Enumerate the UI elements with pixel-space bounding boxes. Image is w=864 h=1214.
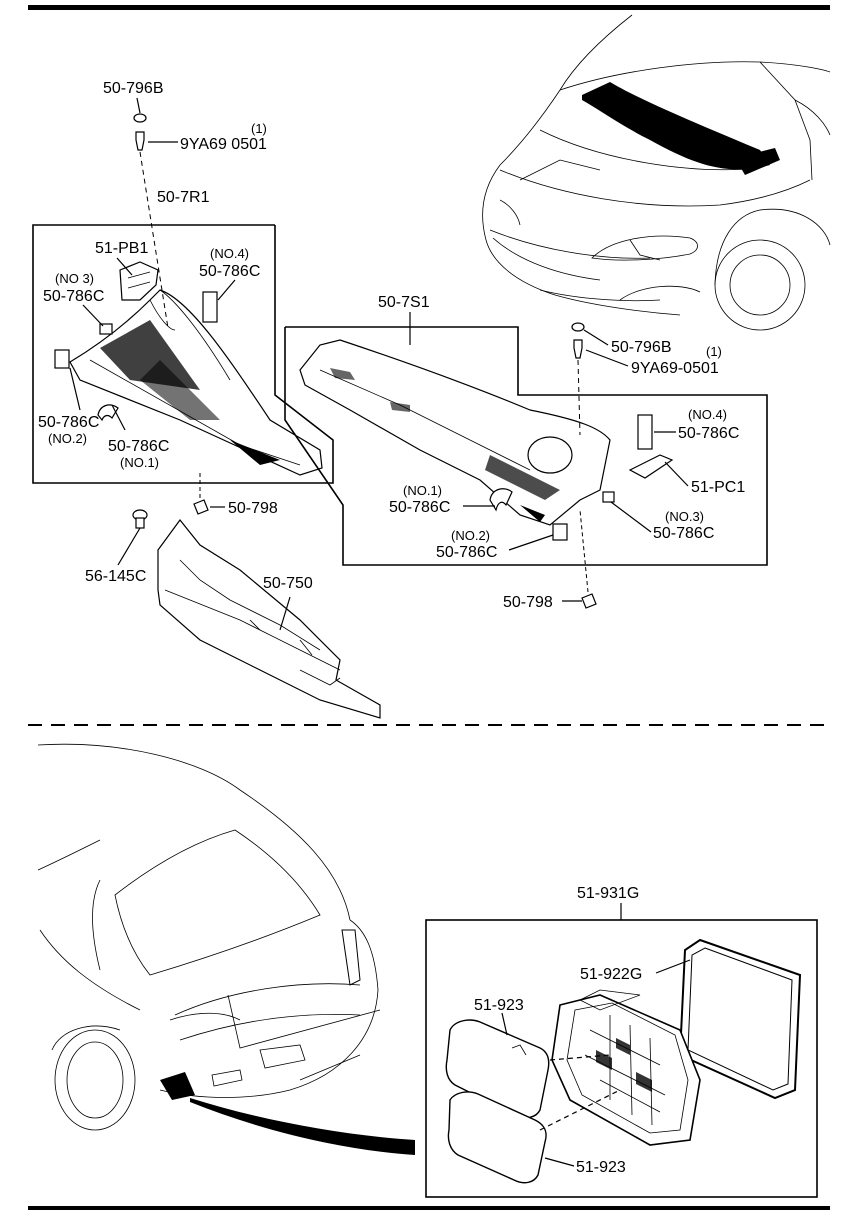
- callout-no2-b: (NO.2): [451, 528, 490, 543]
- rear-car-illustration: [37, 743, 381, 1131]
- top-border: [28, 5, 830, 10]
- cowl-panel-part: [157, 519, 381, 719]
- vent-callout-pointer: [190, 1098, 415, 1155]
- nut-798-a: [193, 499, 209, 515]
- screw-a-leader: [139, 151, 169, 329]
- callout-50-786c-no1-a: 50-786C: [108, 438, 169, 455]
- callout-no4-a: (NO.4): [210, 246, 249, 261]
- callout-51-923-lower: 51-923: [576, 1159, 626, 1176]
- pc1-part: [628, 454, 674, 479]
- callout-56-145c: 56-145C: [85, 568, 146, 585]
- callout-50-786c-no1-b: 50-786C: [389, 499, 450, 516]
- callout-50-786c-no3-a: 50-786C: [43, 288, 104, 305]
- cowl-left-part: [69, 289, 323, 476]
- callout-9ya69-0501-a: 9YA69 0501: [180, 136, 267, 153]
- seal-no1-a: [97, 404, 119, 422]
- bottom-border: [28, 1206, 830, 1210]
- vent-location-highlight: [160, 1072, 195, 1100]
- vent-grille-part: [551, 989, 701, 1146]
- callout-50-750: 50-750: [263, 575, 313, 592]
- callout-51-931g: 51-931G: [577, 885, 639, 902]
- leaders-top: [69, 97, 689, 631]
- callout-50-796b-a: 50-796B: [103, 80, 164, 97]
- callout-50-786c-no2-b: 50-786C: [436, 544, 497, 561]
- callout-51-922g: 51-922G: [580, 966, 642, 983]
- callout-qty-b: (1): [706, 344, 722, 359]
- vent-leaders: [501, 959, 691, 1167]
- screw-b-leader: [577, 359, 581, 436]
- seal-no4-a: [202, 291, 218, 323]
- callout-no2-a: (NO.2): [48, 431, 87, 446]
- screw-a: [135, 131, 145, 151]
- callout-51-923-upper: 51-923: [474, 997, 524, 1014]
- cowl-right-box: [284, 326, 768, 566]
- front-car-illustration: [482, 14, 831, 331]
- callout-no3-a: (NO 3): [55, 271, 94, 286]
- nut-798-b: [581, 593, 597, 609]
- callout-no1-a: (NO.1): [120, 455, 159, 470]
- callout-no1-b: (NO.1): [403, 483, 442, 498]
- callout-50-786c-no4-a: 50-786C: [199, 263, 260, 280]
- callout-no3-b: (NO.3): [665, 509, 704, 524]
- clip-56145c-part: [132, 509, 148, 529]
- callout-50-798-a: 50-798: [228, 500, 278, 517]
- callout-no4-b: (NO.4): [688, 407, 727, 422]
- callout-50-796b-b: 50-796B: [611, 339, 672, 356]
- seal-no3-a: [99, 323, 113, 335]
- cowl-location-highlight: [582, 82, 770, 170]
- seal-no2-b: [552, 523, 568, 541]
- callout-50-7s1: 50-7S1: [378, 294, 430, 311]
- callout-9ya69-0501-b: 9YA69-0501: [631, 360, 719, 377]
- screw-b: [573, 339, 583, 359]
- callout-51-pc1: 51-PC1: [691, 479, 745, 496]
- seal-no4-b: [637, 414, 653, 450]
- callout-50-798-b: 50-798: [503, 594, 553, 611]
- callout-51-pb1: 51-PB1: [95, 240, 148, 257]
- clip-796b-a: [133, 113, 147, 123]
- callout-50-7r1: 50-7R1: [157, 189, 210, 206]
- cowl-location-strip: [735, 148, 780, 175]
- callout-50-786c-no2-a: 50-786C: [38, 414, 99, 431]
- cowl-left-box: [32, 224, 334, 484]
- nut-798-b-leader: [579, 509, 589, 593]
- seal-no3-b: [602, 491, 615, 503]
- seal-no2-a: [54, 349, 70, 369]
- clip-796b-b: [571, 322, 585, 332]
- flap-lower-part: [447, 1091, 547, 1184]
- vent-gasket-part: [678, 938, 802, 1100]
- seal-no1-b: [489, 488, 513, 512]
- callout-50-786c-no4-b: 50-786C: [678, 425, 739, 442]
- callout-50-786c-no3-b: 50-786C: [653, 525, 714, 542]
- callout-qty-a: (1): [251, 121, 267, 136]
- cowl-right-part: [299, 339, 611, 526]
